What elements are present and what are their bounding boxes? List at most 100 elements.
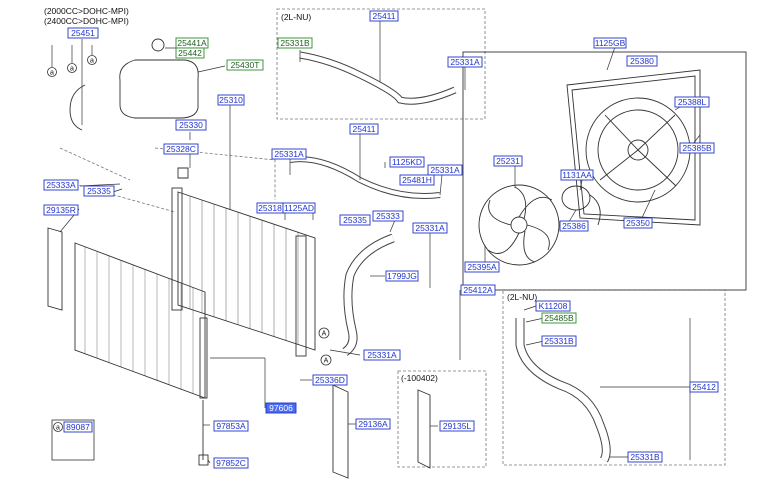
part-label-25411[interactable]: 25411 xyxy=(349,123,379,135)
upper-hose-fill xyxy=(289,157,441,198)
part-label-box xyxy=(83,185,115,197)
pressure-cap xyxy=(177,167,189,179)
part-number-text: 89087 xyxy=(66,422,90,432)
part-label-25333a[interactable]: 25333A xyxy=(43,179,79,191)
ref-a-text-3: a xyxy=(90,58,94,65)
part-label-89087[interactable]: 89087 xyxy=(63,421,93,433)
part-number-text: 25411 xyxy=(372,11,395,21)
part-label-25395a[interactable]: 25395A xyxy=(464,261,500,273)
part-number-text: 1131AA xyxy=(562,170,592,180)
part-label-97853a[interactable]: 97853A xyxy=(213,420,249,432)
part-label-box xyxy=(213,420,249,432)
part-label-25331a[interactable]: 25331A xyxy=(363,349,401,361)
part-label-box xyxy=(493,155,523,167)
part-label-25330[interactable]: 25330 xyxy=(175,119,207,131)
shroud-spoke-2 xyxy=(637,114,676,151)
part-label-box xyxy=(271,148,307,160)
part-label-25442[interactable]: 25442 xyxy=(175,47,205,59)
part-label-25441a[interactable]: 25441A xyxy=(175,37,209,49)
part-label-25310[interactable]: 25310 xyxy=(217,94,245,106)
part-label-box xyxy=(427,164,463,176)
part-label-25335[interactable]: 25335 xyxy=(339,214,371,226)
part-number-text: 25310 xyxy=(219,95,243,105)
group-box-variant xyxy=(397,370,487,468)
part-label-25412a[interactable]: 25412A xyxy=(460,284,496,296)
ref-marker-a-1 xyxy=(47,67,57,77)
part-label-box xyxy=(369,10,399,22)
part-label-box xyxy=(560,169,594,181)
part-label-97852c[interactable]: 97852C xyxy=(213,457,249,469)
cooling-fan-hub xyxy=(510,216,528,234)
part-label-box xyxy=(674,96,710,108)
air-guard-right xyxy=(417,389,431,469)
part-label-25331b[interactable]: 25331B xyxy=(541,335,577,347)
part-number-text: 25328C xyxy=(166,144,196,154)
part-number-text: 25385B xyxy=(682,143,712,153)
part-label-25336d[interactable]: 25336D xyxy=(312,374,348,386)
part-label-k11208[interactable]: K11208 xyxy=(535,300,571,312)
part-label-25335[interactable]: 25335 xyxy=(83,185,115,197)
part-label-box xyxy=(541,312,577,324)
part-label-25481h[interactable]: 25481H xyxy=(399,174,435,186)
part-label-25333[interactable]: 25333 xyxy=(372,210,404,222)
part-label-box xyxy=(363,349,401,361)
reservoir-hose xyxy=(69,84,86,131)
part-label-25430t[interactable]: 25430T xyxy=(226,59,264,71)
part-label-25451[interactable]: 25451 xyxy=(67,27,99,39)
ref-marker-A-1 xyxy=(318,327,330,339)
part-label-97606[interactable]: 97606 xyxy=(265,402,297,414)
part-number-text: 25331A xyxy=(430,165,460,175)
part-number-text: 25442 xyxy=(178,48,202,58)
part-number-text: 25485B xyxy=(544,313,574,323)
part-label-29135l[interactable]: 29135L xyxy=(439,420,475,432)
part-number-text: 25333A xyxy=(46,180,76,190)
part-label-25331b[interactable]: 25331B xyxy=(627,451,663,463)
part-number-text: 29135R xyxy=(46,205,76,215)
part-label-25328c[interactable]: 25328C xyxy=(163,143,199,155)
part-label-1125ad[interactable]: 1125AD xyxy=(282,202,316,214)
part-label-25350[interactable]: 25350 xyxy=(623,217,653,229)
condenser-receiver xyxy=(199,317,208,399)
part-label-25380[interactable]: 25380 xyxy=(626,55,658,67)
part-label-box xyxy=(460,284,496,296)
cooling-fan xyxy=(478,184,560,266)
ref-a-text-legend: a xyxy=(56,425,60,432)
part-label-1125gb[interactable]: 1125GB xyxy=(593,37,627,49)
part-label-1125kd[interactable]: 1125KD xyxy=(389,156,425,168)
part-label-29136a[interactable]: 29136A xyxy=(355,418,391,430)
part-label-25331b[interactable]: 25331B xyxy=(277,37,313,49)
part-number-text: 25333 xyxy=(376,211,400,221)
dashed-leader xyxy=(154,147,276,200)
part-label-25385b[interactable]: 25385B xyxy=(679,142,715,154)
part-label-25331a[interactable]: 25331A xyxy=(447,56,483,68)
part-label-25411[interactable]: 25411 xyxy=(369,10,399,22)
part-label-25331a[interactable]: 25331A xyxy=(271,148,307,160)
part-label-25412[interactable]: 25412 xyxy=(689,381,719,393)
part-label-box xyxy=(389,156,425,168)
part-label-25331a[interactable]: 25331A xyxy=(427,164,463,176)
part-label-1799jg[interactable]: 1799JG xyxy=(385,270,419,282)
ref-marker-a-2 xyxy=(67,63,77,73)
dashed-leader-2 xyxy=(59,147,131,181)
part-label-25386[interactable]: 25386 xyxy=(559,220,589,232)
part-label-25331a[interactable]: 25331A xyxy=(412,222,448,234)
part-number-text: 25335 xyxy=(343,215,367,225)
part-label-1131aa[interactable]: 1131AA xyxy=(560,169,594,181)
ref-marker-a-legend xyxy=(53,422,63,432)
part-label-box xyxy=(623,217,653,229)
ref-marker-A-2 xyxy=(320,354,332,366)
part-label-box xyxy=(372,210,404,222)
part-label-box xyxy=(679,142,715,154)
part-label-25318[interactable]: 25318 xyxy=(256,202,284,214)
part-label-box xyxy=(43,204,79,216)
part-label-25388l[interactable]: 25388L xyxy=(674,96,710,108)
part-label-29135r[interactable]: 29135R xyxy=(43,204,79,216)
part-label-box xyxy=(412,222,448,234)
shroud-spoke xyxy=(604,114,639,151)
part-number-text: 29135L xyxy=(443,421,472,431)
part-label-box xyxy=(535,300,571,312)
part-label-25231[interactable]: 25231 xyxy=(493,155,523,167)
part-label-box xyxy=(626,55,658,67)
part-label-25485b[interactable]: 25485B xyxy=(541,312,577,324)
part-label-box xyxy=(464,261,500,273)
